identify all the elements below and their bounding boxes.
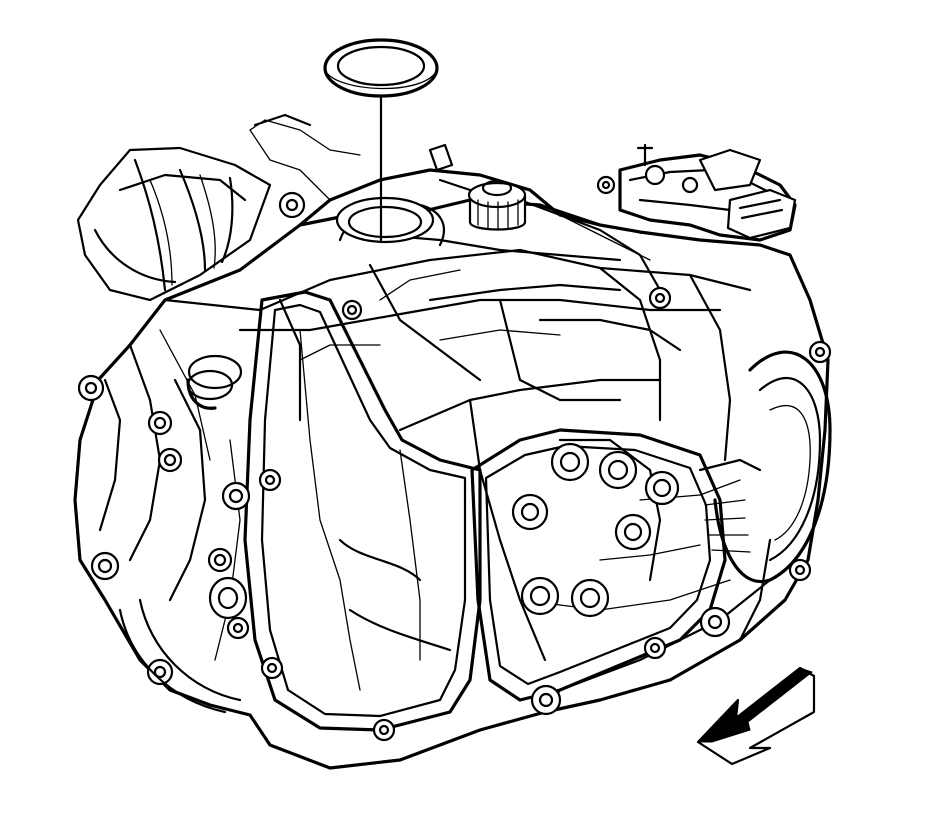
oil-pan bbox=[243, 290, 482, 732]
case-bolts bbox=[77, 175, 832, 742]
torque-converter bbox=[698, 350, 832, 584]
output-shaft-area bbox=[118, 576, 248, 714]
cover-bosses bbox=[511, 442, 731, 716]
wiring-connector bbox=[726, 188, 797, 240]
seal-ring bbox=[323, 38, 439, 98]
sensor-bracket bbox=[618, 143, 797, 242]
direction-arrow bbox=[696, 666, 816, 766]
fill-cap bbox=[428, 143, 527, 231]
transaxle-housing bbox=[73, 198, 830, 770]
upper-housing bbox=[249, 113, 682, 352]
seal-bore bbox=[335, 196, 435, 244]
vent-port bbox=[186, 354, 243, 410]
side-cover bbox=[470, 428, 731, 716]
bell-housing bbox=[76, 146, 272, 302]
